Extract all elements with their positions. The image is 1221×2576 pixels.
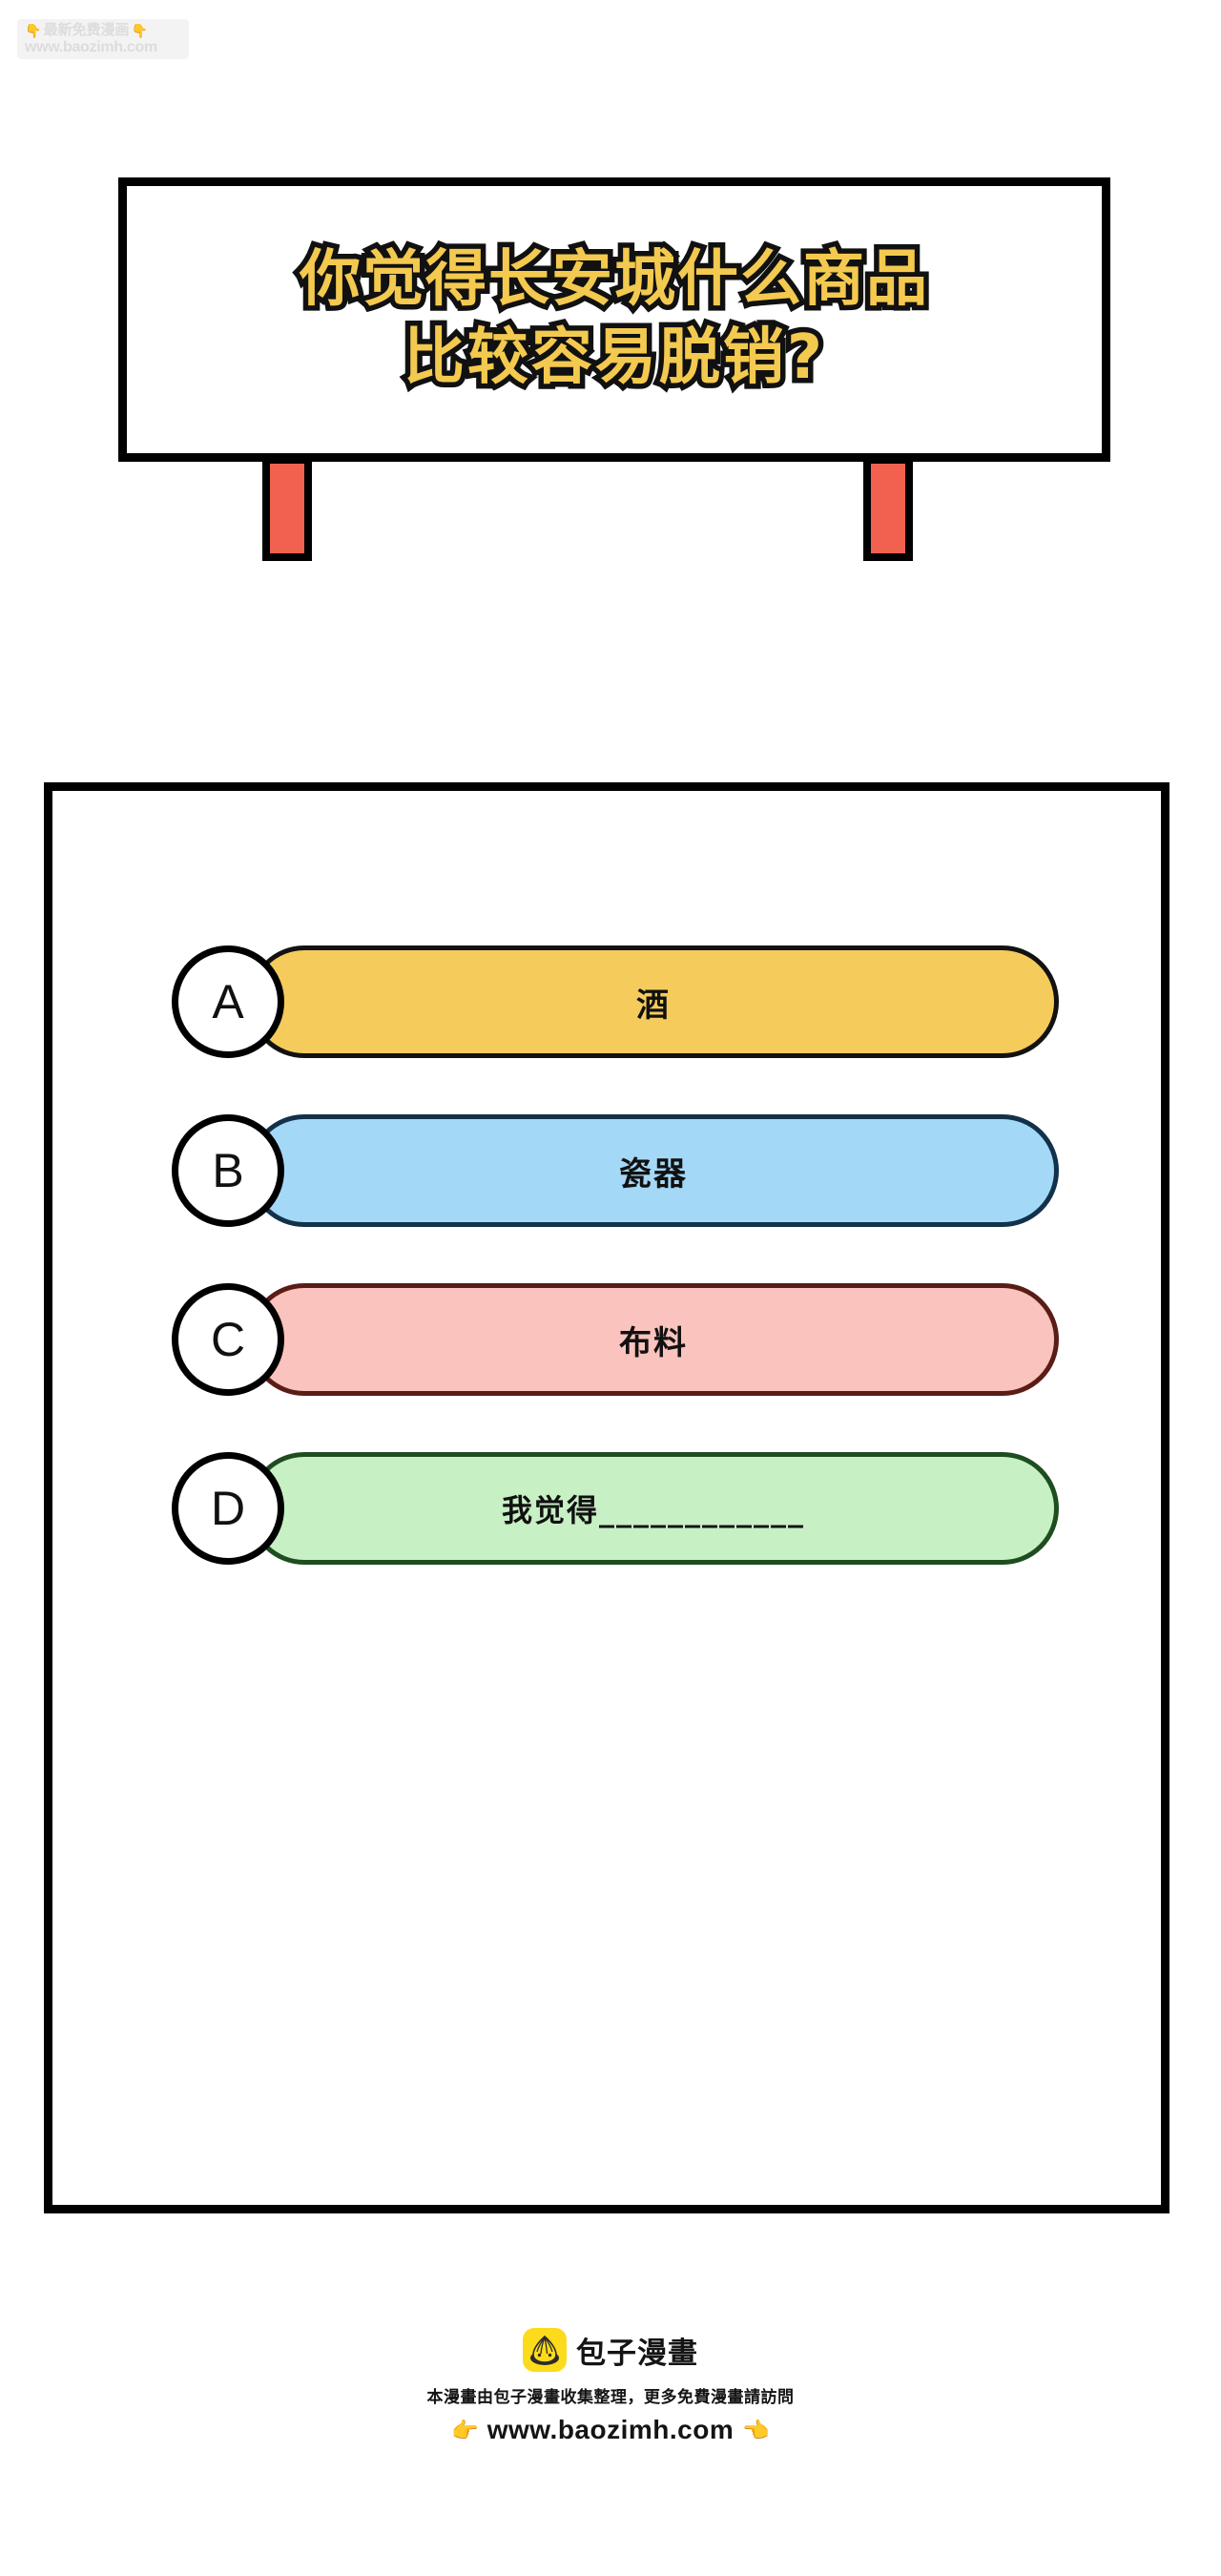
option-letter-a[interactable]: A xyxy=(172,945,284,1058)
footer-note: 本漫畫由包子漫畫收集整理，更多免費漫畫請訪問 xyxy=(426,2388,795,2407)
footer-url-row[interactable]: 👉 www.baozimh.com 👈 xyxy=(0,2415,1221,2445)
footer-url[interactable]: www.baozimh.com xyxy=(486,2415,735,2444)
footer-brand: 包子漫畫 xyxy=(0,2328,1221,2372)
sign-post-right xyxy=(863,456,913,561)
site-footer: 包子漫畫 本漫畫由包子漫畫收集整理，更多免費漫畫請訪問 👉 www.baozim… xyxy=(0,2328,1221,2445)
hand-pointing-right-icon: 👉 xyxy=(451,2417,479,2442)
question-title-line-2: 比较容易脱销? xyxy=(398,318,827,399)
watermark-url: www.baozimh.com xyxy=(25,38,157,55)
option-letter-d[interactable]: D xyxy=(172,1452,284,1565)
option-letter-c[interactable]: C xyxy=(172,1283,284,1396)
footer-brand-name: 包子漫畫 xyxy=(576,2336,698,2371)
watermark-label: 最新免费漫画 xyxy=(43,21,130,38)
answer-options-board: 酒 A 瓷器 B 布料 C 我觉得____________ D xyxy=(44,782,1169,2213)
option-row-d[interactable]: 我觉得____________ D xyxy=(172,1452,1059,1565)
option-label-b: 瓷器 xyxy=(619,1154,688,1194)
option-row-a[interactable]: 酒 A xyxy=(172,945,1059,1058)
option-label-d: 我觉得____________ xyxy=(501,1492,805,1528)
option-pill-c[interactable]: 布料 xyxy=(248,1283,1059,1396)
option-pill-a[interactable]: 酒 xyxy=(248,945,1059,1058)
option-label-a: 酒 xyxy=(636,986,671,1025)
option-letter-b[interactable]: B xyxy=(172,1114,284,1227)
hand-pointing-down-icon: 👇 xyxy=(25,23,42,38)
option-pill-d[interactable]: 我觉得____________ xyxy=(248,1452,1059,1565)
option-label-c: 布料 xyxy=(619,1323,688,1362)
sign-post-left xyxy=(262,456,312,561)
baozi-bun-logo-icon xyxy=(523,2328,567,2372)
hand-pointing-left-icon: 👈 xyxy=(742,2417,770,2442)
watermark-badge: 👇 最新免费漫画 👇 www.baozimh.com xyxy=(17,19,189,59)
option-row-c[interactable]: 布料 C xyxy=(172,1283,1059,1396)
watermark-top-row: 👇 最新免费漫画 👇 xyxy=(25,21,183,38)
question-signboard: 你觉得长安城什么商品 比较容易脱销? xyxy=(118,177,1110,462)
option-pill-b[interactable]: 瓷器 xyxy=(248,1114,1059,1227)
hand-pointing-down-icon: 👇 xyxy=(131,23,148,38)
option-row-b[interactable]: 瓷器 B xyxy=(172,1114,1059,1227)
question-title-line-1: 你觉得长安城什么商品 xyxy=(295,239,933,321)
